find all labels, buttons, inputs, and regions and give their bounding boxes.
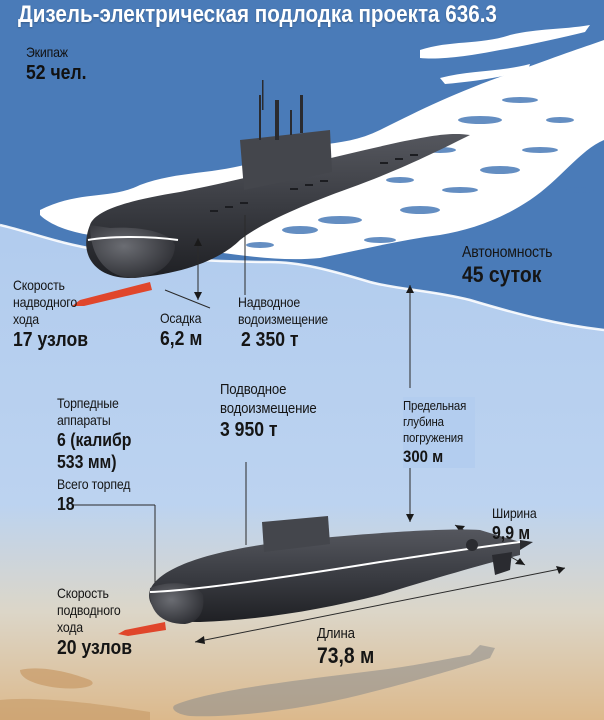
submarine-shadow — [173, 645, 495, 717]
spec-length: Длина 73,8 м — [317, 625, 382, 669]
autonomy-value: 45 суток — [462, 262, 542, 287]
surface-displacement-value: 2 350 т — [241, 329, 299, 351]
arrowheads — [194, 238, 565, 644]
spec-autonomy: Автономность 45 суток — [462, 243, 565, 288]
spec-max-depth: Предельная глубина погружения 300 м — [403, 397, 475, 468]
spec-submerged-displacement: Подводное водоизмещение 3 950 т — [220, 380, 330, 442]
surface-speed-label-2: надводного — [13, 294, 77, 310]
submerged-speed-label-1: Скорость — [57, 585, 109, 601]
torpedo-tubes-label-2: аппараты — [57, 412, 111, 428]
submerged-displacement-label-1: Подводное — [220, 381, 287, 398]
torpedo-tubes-value-2: 533 мм) — [57, 452, 117, 472]
spec-draft: Осадка 6,2 м — [160, 310, 208, 351]
max-depth-label-3: погружения — [403, 430, 463, 445]
crew-value: 52 чел. — [26, 62, 87, 84]
beam-value: 9,9 м — [492, 523, 531, 543]
surface-submarine — [72, 80, 470, 306]
total-torpedoes-label: Всего торпед — [57, 476, 131, 492]
draft-value: 6,2 м — [160, 328, 203, 350]
spec-total-torpedoes: Всего торпед 18 — [57, 476, 140, 515]
submerged-displacement-label-2: водоизмещение — [220, 400, 317, 417]
surface-leader-lines — [72, 215, 566, 643]
max-depth-value: 300 м — [403, 447, 444, 466]
spec-surface-speed: Скорость надводного хода 17 узлов — [13, 277, 98, 352]
surface-displacement-label-1: Надводное — [238, 294, 301, 310]
max-depth-label-2: глубина — [403, 414, 444, 429]
crew-label: Экипаж — [26, 44, 68, 60]
surface-displacement-label-2: водоизмещение — [238, 311, 328, 327]
submerged-displacement-value: 3 950 т — [220, 419, 278, 441]
submerged-speed-label-3: хода — [57, 619, 83, 635]
length-label: Длина — [317, 625, 355, 642]
spec-submerged-speed: Скорость подводного хода 20 узлов — [57, 585, 142, 660]
spec-crew: Экипаж 52 чел. — [26, 44, 95, 85]
spec-beam: Ширина 9,9 м — [492, 505, 543, 544]
total-torpedoes-value: 18 — [57, 494, 75, 514]
draft-label: Осадка — [160, 310, 202, 326]
beam-label: Ширина — [492, 505, 537, 521]
max-depth-label-1: Предельная — [403, 398, 467, 413]
torpedo-tubes-label-1: Торпедные — [57, 395, 119, 411]
surface-speed-label-3: хода — [13, 311, 39, 327]
spec-torpedo-tubes: Торпедные аппараты 6 (калибр 533 мм) — [57, 395, 142, 473]
surface-speed-value: 17 узлов — [13, 329, 89, 351]
spec-surface-displacement: Надводное водоизмещение 2 350 т — [238, 294, 340, 352]
submerged-submarine — [118, 516, 533, 636]
surface-speed-label-1: Скорость — [13, 277, 65, 293]
seabed-rocks — [20, 668, 93, 689]
submerged-speed-value: 20 узлов — [57, 637, 133, 659]
submerged-speed-label-2: подводного — [57, 602, 121, 618]
length-value: 73,8 м — [317, 643, 375, 668]
torpedo-tubes-value-1: 6 (калибр — [57, 430, 132, 450]
page-title: Дизель-электрическая подлодка проекта 63… — [18, 1, 497, 28]
autonomy-label: Автономность — [462, 244, 553, 261]
